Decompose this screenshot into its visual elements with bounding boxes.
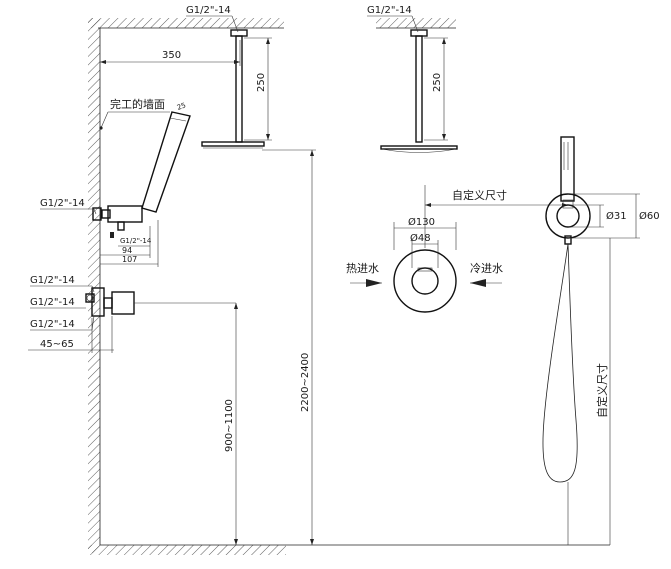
dim-45-65-label: 45~65 [40, 339, 74, 350]
g12-valve-2-label: G1/2"-14 [30, 297, 75, 308]
dim-2200-2400-label: 2200~2400 [300, 353, 311, 412]
dim-2200-2400 [262, 149, 316, 545]
dim-350-label: 350 [162, 50, 181, 61]
ceiling-arm-left [201, 29, 265, 149]
dia-130-label: Ø130 [408, 216, 435, 228]
dim-250-right [424, 37, 448, 141]
dim-250-right-label: 250 [432, 73, 443, 92]
dim-250-left-label: 250 [256, 73, 267, 92]
dim-900-1100-label: 900~1100 [224, 399, 235, 452]
hand-25-label: 25 [176, 101, 187, 112]
dim-94-label: 94 [122, 246, 132, 255]
dim-350 [100, 40, 241, 66]
g12-valve-1-label: G1/2"-14 [30, 275, 75, 286]
hot-water-arrow [350, 279, 382, 287]
floor [88, 544, 610, 555]
custom-size-side-label: 自定义尺寸 [595, 363, 609, 418]
finished-wall-label: 完工的墙面 [110, 97, 165, 111]
dia-60-label: Ø60 [639, 210, 660, 222]
dia-48-label: Ø48 [410, 232, 431, 244]
dia-31-label: Ø31 [606, 210, 627, 222]
ceiling-left [88, 18, 284, 29]
custom-size-top-label: 自定义尺寸 [452, 188, 507, 202]
valve-body [85, 287, 236, 317]
dim-250-left [244, 37, 272, 141]
dia-31-60-dim [568, 193, 640, 239]
g12-arm-small-label: G1/2"-14 [120, 237, 152, 245]
g12-top-right-label: G1/2"-14 [367, 5, 412, 16]
dim-900-1100 [234, 303, 238, 545]
ceiling-right [376, 18, 456, 29]
g12-valve-3-label: G1/2"-14 [30, 319, 75, 330]
hot-water-label: 热进水 [346, 262, 379, 275]
dim-94-107 [100, 220, 159, 267]
custom-size-top-dim [424, 185, 568, 248]
dim-107-label: 107 [122, 255, 137, 264]
wall-left [88, 18, 101, 553]
g12-top-left-label: G1/2"-14 [186, 5, 231, 16]
hand-shower-right [542, 136, 591, 483]
hand-shower-left [92, 111, 191, 238]
ceiling-arm-right [380, 29, 458, 153]
cold-water-arrow [470, 279, 502, 287]
cold-water-label: 冷进水 [470, 262, 503, 275]
g12-arm-label: G1/2"-14 [40, 198, 85, 209]
